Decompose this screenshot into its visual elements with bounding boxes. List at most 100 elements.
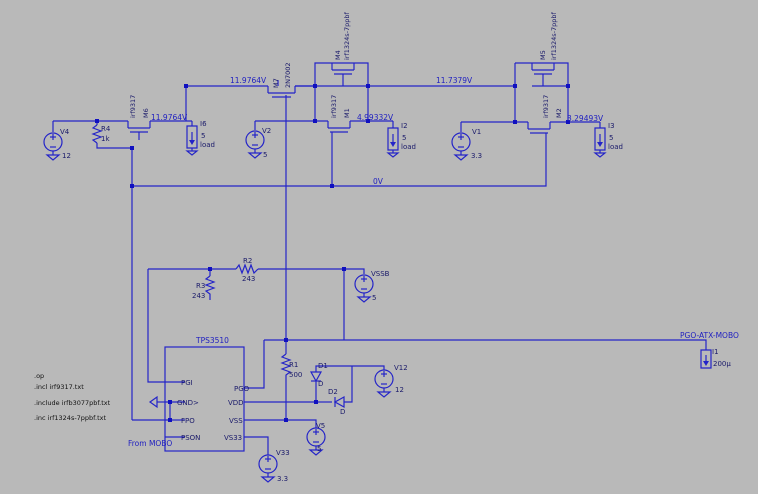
net-4-99332: 4.99332V — [357, 113, 394, 122]
pin-pgo: PGO — [234, 385, 250, 393]
d2-value: D — [340, 408, 345, 416]
m2-label: M2 — [555, 108, 563, 118]
m4-label: M4 — [334, 50, 342, 60]
v5-value: 5 — [317, 445, 321, 453]
pin-vs33: VS33 — [224, 434, 242, 442]
ic-tps3510: TPS3510 PGI GND> FPO PSON PGO VDD VSS VS… — [148, 336, 250, 452]
r4-value: 1k — [101, 135, 110, 143]
v33-value: 3.3 — [277, 475, 288, 483]
i6-label: I6 — [200, 120, 207, 128]
mosfet-m5: irf1324s-7ppbf M5 — [531, 11, 558, 86]
mosfet-m1: irf9317 M1 — [327, 95, 351, 140]
diode-d2: D2 D — [328, 388, 345, 416]
d1-value: D — [318, 380, 323, 388]
m5-model: irf1324s-7ppbf — [550, 11, 558, 60]
voltage-source-v5: V5 5 — [306, 422, 326, 456]
v2-label: V2 — [262, 127, 271, 135]
gnd-port-arrow — [148, 395, 158, 409]
net-pgo-atx-mobo: PGO-ATX-MOBO — [680, 331, 739, 340]
current-load-i2: I2 5 load — [386, 122, 416, 158]
i1-value: 200µ — [713, 360, 731, 368]
current-load-i1: I1 200µ — [700, 348, 731, 369]
r1-value: 500 — [289, 371, 302, 379]
d1-label: D1 — [318, 362, 328, 370]
voltage-source-v1: V1 3.3 — [451, 128, 482, 161]
directive-incl-irf9317: .incl irf9317.txt — [34, 383, 84, 391]
m1-label: M1 — [343, 108, 351, 118]
vssb-value: 5 — [372, 294, 376, 302]
d2-label: D2 — [328, 388, 338, 396]
m4-model: irf1324s-7ppbf — [343, 11, 351, 60]
i3-extra: load — [608, 143, 623, 151]
pin-pgi: PGI — [181, 379, 193, 387]
directive-include-irfb3077: .include irfb3077pbf.txt — [34, 399, 111, 407]
directive-inc-irf1324: .inc irf1324s-7ppbf.txt — [34, 414, 106, 422]
r2-label: R2 — [243, 257, 252, 265]
i1-label: I1 — [712, 348, 719, 356]
i2-label: I2 — [401, 122, 408, 130]
i2-extra: load — [401, 143, 416, 151]
v5-label: V5 — [316, 422, 325, 430]
diode-d1: D1 D — [309, 362, 328, 390]
wires — [52, 62, 707, 455]
net-11-9764-top: 11.9764V — [230, 76, 267, 85]
i6-extra: load — [200, 141, 215, 149]
ic-name: TPS3510 — [195, 336, 229, 345]
m1-model: irf9317 — [330, 95, 338, 118]
resistor-r4: R4 1k — [91, 124, 111, 144]
net-3-29493: 3.29493V — [567, 114, 604, 123]
r4-label: R4 — [101, 125, 111, 133]
m2-model: irf9317 — [542, 95, 550, 118]
mosfet-m6: irf9317 M6 — [127, 95, 151, 140]
m7-model: 2N7002 — [284, 62, 292, 88]
pin-pson: PSON — [181, 434, 200, 442]
v12-value: 12 — [395, 386, 404, 394]
net-from-mobo: From MOBO — [128, 439, 172, 448]
voltage-source-v2: V2 5 — [245, 127, 271, 159]
r1-label: R1 — [289, 361, 298, 369]
vssb-label: VSSB — [371, 270, 390, 278]
v4-label: V4 — [60, 128, 70, 136]
i2-value: 5 — [402, 134, 406, 142]
net-labels: 11.9764V 11.9764V 11.7379V 4.99332V 3.29… — [128, 76, 739, 448]
v12-label: V12 — [394, 364, 408, 372]
resistor-r2: R2 243 — [235, 257, 259, 283]
voltage-source-v12: V12 12 — [374, 364, 408, 398]
mosfet-m7: 2N7002 M7 — [267, 62, 296, 98]
i3-value: 5 — [609, 134, 613, 142]
v2-value: 5 — [263, 151, 267, 159]
v33-label: V33 — [276, 449, 290, 457]
resistor-r3: R3 243 — [192, 275, 216, 300]
voltage-source-v33: V33 3.3 — [258, 449, 290, 483]
mosfet-m4: irf1324s-7ppbf M4 — [331, 11, 355, 86]
pin-gnd: GND> — [177, 399, 199, 407]
r3-label: R3 — [196, 282, 205, 290]
net-11-9764-left: 11.9764V — [151, 113, 188, 122]
current-load-i3: I3 5 load — [593, 122, 623, 158]
m6-label: M6 — [142, 108, 150, 118]
i3-label: I3 — [608, 122, 615, 130]
v1-value: 3.3 — [471, 152, 482, 160]
spice-directives: .op .incl irf9317.txt .include irfb3077p… — [34, 372, 111, 422]
resistor-r1: R1 500 — [280, 353, 302, 382]
net-11-7379: 11.7379V — [436, 76, 473, 85]
junction-dots — [95, 84, 570, 422]
v4-value: 12 — [62, 152, 71, 160]
m6-model: irf9317 — [129, 95, 137, 118]
voltage-source-vssb: VSSB 5 — [354, 270, 390, 303]
r3-value: 243 — [192, 292, 205, 300]
m5-label: M5 — [539, 50, 547, 60]
mosfet-m2: irf9317 M2 — [527, 95, 563, 140]
current-load-i6: I6 5 load — [185, 120, 215, 156]
r2-value: 243 — [242, 275, 255, 283]
pin-vss: VSS — [229, 417, 243, 425]
v1-label: V1 — [472, 128, 481, 136]
voltage-source-v4: V4 12 — [43, 128, 71, 161]
pin-fpo: FPO — [181, 417, 195, 425]
net-0v: 0V — [373, 177, 384, 186]
m7-label: M7 — [272, 78, 280, 88]
directive-op: .op — [34, 372, 44, 380]
i6-value: 5 — [201, 132, 205, 140]
pin-vdd: VDD — [228, 399, 244, 407]
